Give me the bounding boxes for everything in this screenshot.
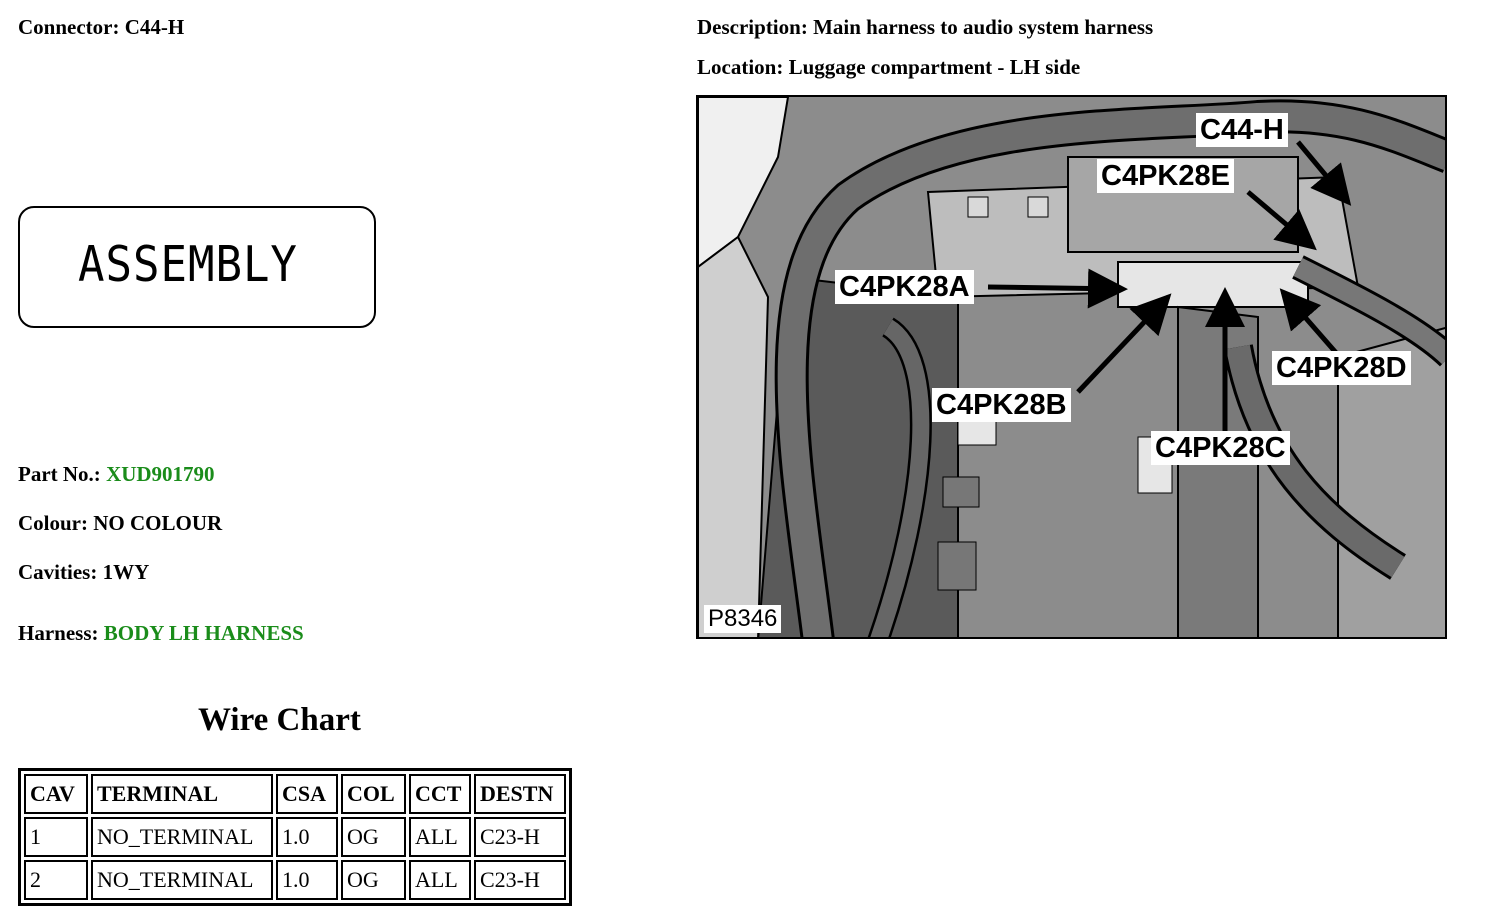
cell-cct: ALL bbox=[409, 817, 471, 857]
part-number-link[interactable]: XUD901790 bbox=[106, 462, 215, 486]
description-heading: Description: Main harness to audio syste… bbox=[697, 15, 1153, 40]
harness-link[interactable]: BODY LH HARNESS bbox=[103, 621, 304, 645]
assembly-box: ASSEMBLY bbox=[18, 206, 376, 328]
cell-destn: C23-H bbox=[474, 817, 566, 857]
cell-destn: C23-H bbox=[474, 860, 566, 900]
callout-c44h: C44-H bbox=[1196, 113, 1288, 147]
part-number-label: Part No.: bbox=[18, 462, 101, 486]
cell-cav: 2 bbox=[24, 860, 88, 900]
cell-terminal: NO_TERMINAL bbox=[91, 860, 273, 900]
cavities-label: Cavities: bbox=[18, 560, 98, 584]
harness-illustration bbox=[698, 97, 1445, 637]
col-header-destn: DESTN bbox=[474, 774, 566, 814]
connector-value: C44-H bbox=[124, 15, 185, 39]
location-heading: Location: Luggage compartment - LH side bbox=[697, 55, 1080, 80]
cavities-value: 1WY bbox=[102, 560, 150, 584]
harness-row: Harness: BODY LH HARNESS bbox=[18, 621, 304, 646]
cell-col: OG bbox=[341, 860, 406, 900]
col-header-cav: CAV bbox=[24, 774, 88, 814]
callout-c4pk28a: C4PK28A bbox=[835, 270, 974, 304]
colour-row: Colour: NO COLOUR bbox=[18, 511, 222, 536]
table-row: 2 NO_TERMINAL 1.0 OG ALL C23-H bbox=[24, 860, 566, 900]
callout-c4pk28d: C4PK28D bbox=[1272, 351, 1411, 385]
connector-label: Connector: bbox=[18, 15, 120, 39]
cell-csa: 1.0 bbox=[276, 860, 338, 900]
col-header-csa: CSA bbox=[276, 774, 338, 814]
photo-code: P8346 bbox=[704, 605, 782, 633]
part-number-row: Part No.: XUD901790 bbox=[18, 462, 215, 487]
col-header-terminal: TERMINAL bbox=[91, 774, 273, 814]
description-label: Description: bbox=[697, 15, 808, 39]
harness-label: Harness: bbox=[18, 621, 99, 645]
callout-c4pk28e: C4PK28E bbox=[1097, 159, 1234, 193]
cell-cct: ALL bbox=[409, 860, 471, 900]
col-header-cct: CCT bbox=[409, 774, 471, 814]
cell-csa: 1.0 bbox=[276, 817, 338, 857]
colour-value: NO COLOUR bbox=[93, 511, 223, 535]
cell-terminal: NO_TERMINAL bbox=[91, 817, 273, 857]
callout-c4pk28b: C4PK28B bbox=[932, 388, 1071, 422]
wire-chart-title: Wire Chart bbox=[198, 702, 361, 738]
cell-col: OG bbox=[341, 817, 406, 857]
location-value: Luggage compartment - LH side bbox=[788, 55, 1081, 79]
cavities-row: Cavities: 1WY bbox=[18, 560, 149, 585]
assembly-text: ASSEMBLY bbox=[78, 236, 298, 294]
connector-location-photo: C44-H C4PK28E C4PK28A C4PK28D C4PK28B C4… bbox=[696, 95, 1447, 639]
colour-label: Colour: bbox=[18, 511, 88, 535]
table-row: 1 NO_TERMINAL 1.0 OG ALL C23-H bbox=[24, 817, 566, 857]
cell-cav: 1 bbox=[24, 817, 88, 857]
callout-c4pk28c: C4PK28C bbox=[1151, 431, 1290, 465]
wire-chart-header-row: CAV TERMINAL CSA COL CCT DESTN bbox=[24, 774, 566, 814]
connector-heading: Connector: C44-H bbox=[18, 15, 184, 40]
col-header-col: COL bbox=[341, 774, 406, 814]
description-value: Main harness to audio system harness bbox=[813, 15, 1154, 39]
wire-chart-table: CAV TERMINAL CSA COL CCT DESTN 1 NO_TERM… bbox=[18, 768, 572, 906]
location-label: Location: bbox=[697, 55, 784, 79]
